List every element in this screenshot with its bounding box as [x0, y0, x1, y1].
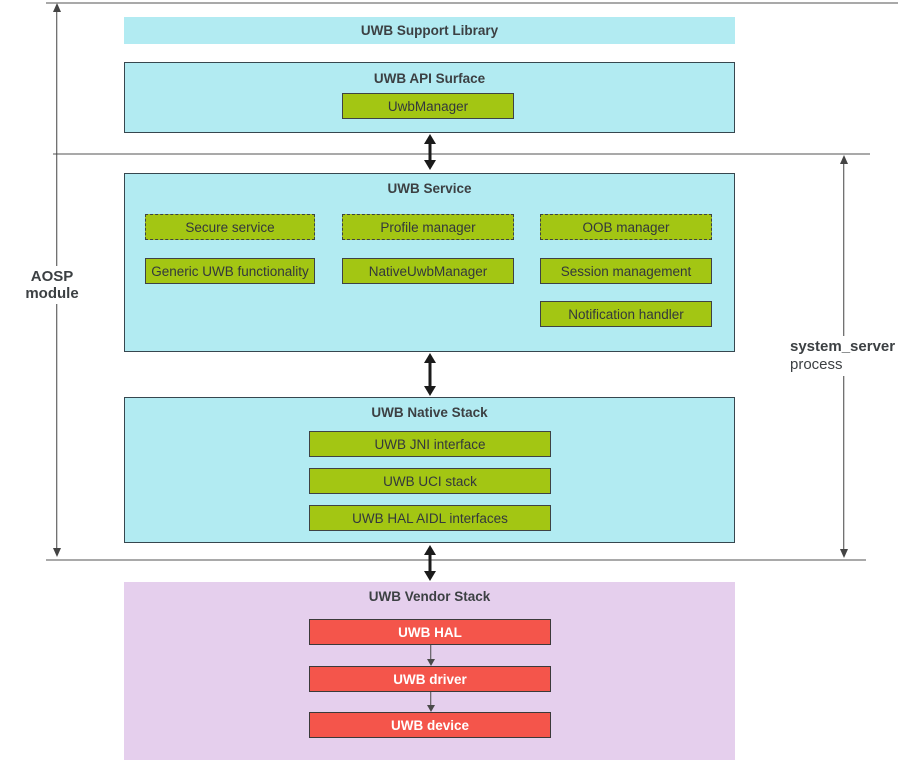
arrow-up-icon: [52, 3, 61, 12]
notification-handler-chip: Notification handler: [540, 301, 712, 327]
uwb-support-library-title: UWB Support Library: [360, 23, 499, 38]
uwb-api-surface-panel: UWB API Surface UwbManager: [124, 62, 735, 133]
arrow-down-icon: [426, 705, 435, 712]
boundary-line-system-server-top: [53, 153, 870, 155]
arrow-shaft: [428, 360, 432, 389]
oob-manager-chip: OOB manager: [540, 214, 712, 240]
process-text: process: [790, 356, 843, 373]
arrow-shaft: [428, 141, 432, 163]
system-server-process-label: system_server process: [789, 336, 895, 376]
arrow-up-icon: [839, 155, 848, 164]
uwb-vendor-stack-panel: UWB Vendor Stack UWB HAL UWB driver UWB …: [124, 582, 735, 760]
system-server-text: system_server: [790, 338, 896, 355]
session-management-chip: Session management: [540, 258, 712, 284]
aosp-module-text: AOSP module: [25, 268, 79, 302]
profile-manager-chip: Profile manager: [342, 214, 514, 240]
hal-to-driver-arrow: [426, 645, 435, 666]
nativeuwbmanager-chip: NativeUwbManager: [342, 258, 514, 284]
uwb-driver-chip: UWB driver: [309, 666, 551, 692]
secure-service-chip: Secure service: [145, 214, 315, 240]
uwb-native-stack-title: UWB Native Stack: [371, 405, 488, 420]
arrow-down-icon: [52, 548, 61, 557]
api-to-service-arrow: [423, 134, 437, 170]
uwb-device-chip: UWB device: [309, 712, 551, 738]
arrow-down-icon: [839, 549, 848, 558]
service-to-native-arrow: [423, 353, 437, 396]
uwb-native-stack-panel: UWB Native Stack UWB JNI interface UWB U…: [124, 397, 735, 543]
uwb-support-library-panel: UWB Support Library: [124, 17, 735, 44]
boundary-line-bottom: [46, 559, 866, 561]
generic-uwb-functionality-chip: Generic UWB functionality: [145, 258, 315, 284]
arrow-down-icon: [424, 160, 436, 170]
uwb-jni-interface-chip: UWB JNI interface: [309, 431, 551, 457]
uwb-vendor-stack-title: UWB Vendor Stack: [368, 589, 491, 604]
arrow-shaft: [428, 552, 432, 574]
uwbmanager-chip: UwbManager: [342, 93, 514, 119]
uwb-service-title: UWB Service: [387, 181, 472, 196]
arrow-down-icon: [426, 659, 435, 666]
uwb-api-surface-title: UWB API Surface: [373, 71, 486, 86]
arrow-shaft: [429, 645, 432, 661]
arrow-up-icon: [424, 353, 436, 363]
uwb-hal-chip: UWB HAL: [309, 619, 551, 645]
arrow-shaft: [429, 692, 432, 707]
arrow-up-icon: [424, 545, 436, 555]
arrow-down-icon: [424, 386, 436, 396]
arrow-up-icon: [424, 134, 436, 144]
native-to-vendor-arrow: [423, 545, 437, 581]
uwb-service-panel: UWB Service Secure service Profile manag…: [124, 173, 735, 352]
uwb-uci-stack-chip: UWB UCI stack: [309, 468, 551, 494]
boundary-line-top: [46, 2, 898, 4]
uwb-hal-aidl-interfaces-chip: UWB HAL AIDL interfaces: [309, 505, 551, 531]
arrow-down-icon: [424, 571, 436, 581]
driver-to-device-arrow: [426, 692, 435, 712]
aosp-module-label: AOSP module: [4, 266, 100, 304]
